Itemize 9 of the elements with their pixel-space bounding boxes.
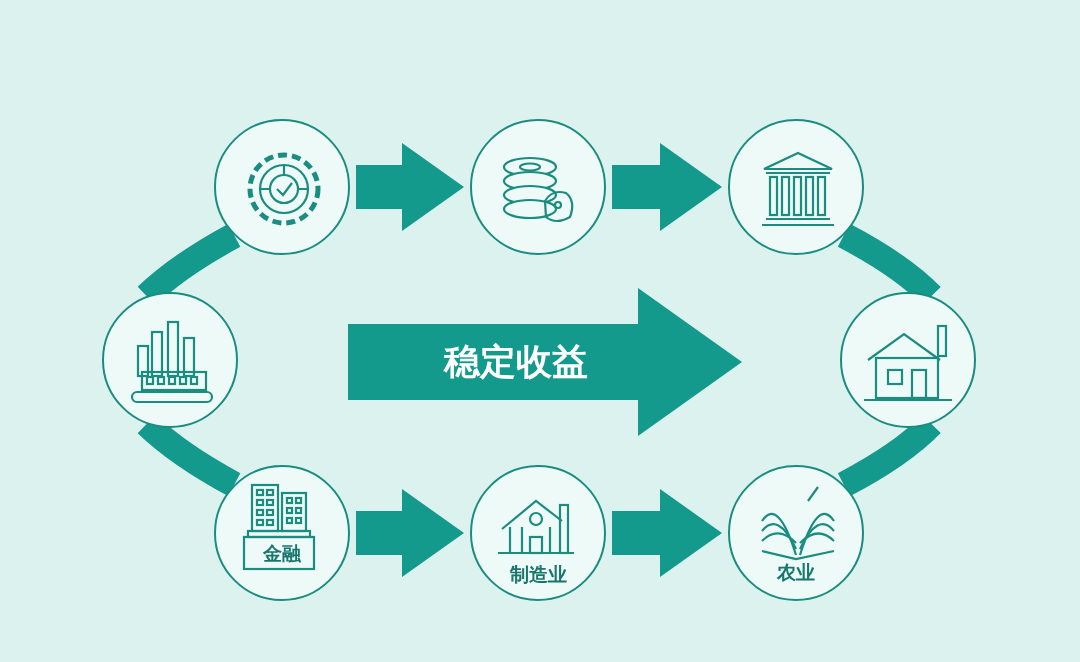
arrow-label: 稳定收益	[444, 340, 588, 384]
block-arrow	[612, 489, 722, 577]
block-arrow	[612, 143, 722, 231]
block-arrow	[356, 489, 464, 577]
big-arrow	[348, 288, 742, 436]
node-label: 金融	[262, 542, 302, 564]
block-arrow	[356, 143, 464, 231]
node-label: 制造业	[508, 563, 568, 585]
node-label: 农业	[776, 561, 816, 583]
